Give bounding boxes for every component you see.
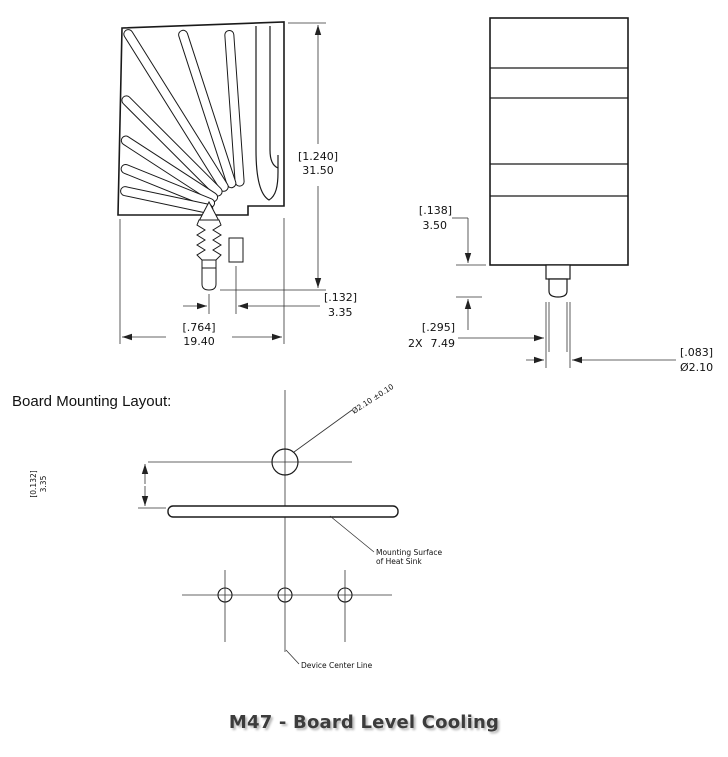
dim-side-pin-offset: [.132] 3.35 — [183, 266, 357, 319]
side-view: [1.240] 31.50 [.132] 3.35 [.764] 19.40 — [117, 21, 357, 348]
dim-side-pin-offset-mm: 3.35 — [328, 306, 353, 319]
dim-front-spacing: [.295] 2X 7.49 — [408, 321, 544, 350]
dim-side-height: [1.240] 31.50 — [220, 22, 338, 291]
dim-side-width: [.764] 19.40 — [119, 218, 285, 348]
dim-front-pin-dia-mm: Ø2.10 — [680, 361, 713, 374]
dim-side-width-bracket: [.764] — [182, 321, 215, 334]
hole-dia-leader — [293, 409, 353, 453]
dim-front-pin-dia: [.083] Ø2.10 — [526, 346, 713, 374]
drawing-title: M47 - Board Level Cooling — [228, 712, 500, 733]
dim-front-spacing-bracket: [.295] — [422, 321, 455, 334]
solder-pin-front — [545, 264, 571, 298]
drawing-title-bar: M47 - Board Level Cooling — [0, 712, 728, 733]
dim-side-height-bracket: [1.240] — [298, 150, 338, 163]
pin-hole-pattern — [182, 570, 392, 642]
fin-slot — [120, 135, 219, 203]
hook-fin — [255, 26, 279, 201]
hole-dia-note: Ø2.10 ±0.10 — [350, 382, 395, 416]
fin-slot — [120, 163, 216, 209]
device-center-line-label: Device Center Line — [301, 661, 373, 670]
pin-hole — [277, 587, 293, 603]
device-center-line-leader — [285, 649, 300, 665]
dim-hole-offset-mm: 3.35 — [39, 475, 48, 492]
pin-hole — [337, 587, 353, 603]
mounting-surface-leader — [329, 515, 375, 553]
front-view: [.138] 3.50 [.295] 2X 7.49 [.083] Ø2.10 — [408, 17, 713, 374]
dim-hole-offset: [0.132] 3.35 — [29, 464, 166, 509]
mounting-surface-label-line2: of Heat Sink — [376, 557, 422, 566]
mounting-surface-label-line1: Mounting Surface — [376, 548, 442, 557]
dim-front-pin-length: [.138] 3.50 — [419, 204, 486, 330]
dim-side-width-mm: 19.40 — [183, 335, 215, 348]
pin-hole — [217, 587, 233, 603]
dim-front-pin-dia-bracket: [.083] — [680, 346, 713, 359]
board-layout-label: Board Mounting Layout: — [12, 393, 171, 410]
dim-front-spacing-qty: 2X — [408, 337, 423, 350]
fin-slot — [178, 29, 237, 189]
dim-front-spacing-mm: 7.49 — [431, 337, 456, 350]
screw-threads — [196, 219, 222, 261]
heatsink-fins — [120, 29, 245, 214]
dim-hole-offset-bracket: [0.132] — [29, 470, 38, 497]
fin-slot — [121, 95, 223, 197]
dim-front-pin-length-bracket: [.138] — [419, 204, 452, 217]
mounting-screw — [196, 200, 222, 291]
heatsink-base-bar — [167, 505, 399, 518]
fin-slot — [123, 29, 229, 192]
fin-section-lines — [490, 67, 628, 197]
heatsink-front-body — [489, 17, 629, 266]
dim-side-pin-offset-bracket: [.132] — [324, 291, 357, 304]
fin-slot — [224, 29, 245, 187]
screw-tip — [201, 259, 217, 291]
dim-front-pin-length-mm: 3.50 — [423, 219, 448, 232]
pin-extension-lines — [545, 302, 571, 368]
board-standoff — [228, 237, 244, 263]
board-mounting-layout: Board Mounting Layout: Ø2.10 ±0.10 [0.13… — [12, 382, 442, 670]
dim-side-height-mm: 31.50 — [302, 164, 334, 177]
mounting-hole — [271, 448, 299, 476]
